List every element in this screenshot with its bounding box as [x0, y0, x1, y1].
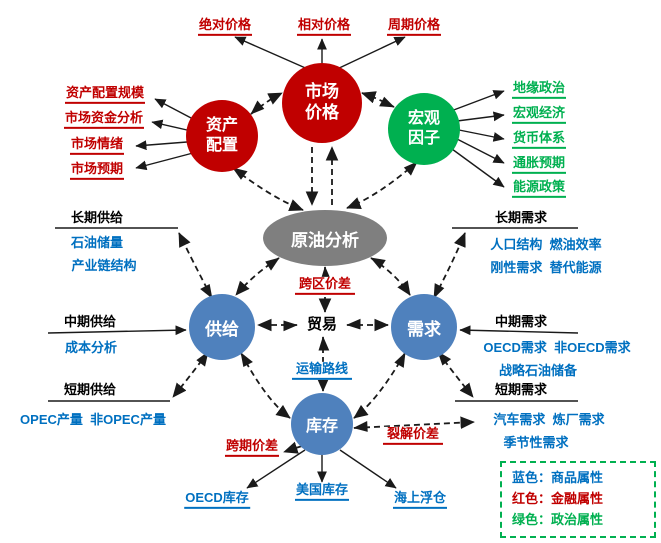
legend-finance: 红色：金融属性 [512, 490, 604, 506]
node-market-price: 市场价格 [282, 63, 362, 143]
header-mid-term-supply: 中期供给 [63, 313, 117, 329]
label-rigid-demand-substitutes: 刚性需求 替代能源 [490, 259, 602, 275]
label-currency-system: 货币体系 [511, 130, 567, 150]
label-market-expectation: 市场预期 [69, 161, 125, 181]
label-transport-route: 运输路线 [291, 361, 353, 381]
node-trade: 贸易 [302, 316, 342, 334]
label-industry-chain: 产业链结构 [71, 257, 137, 273]
label-cycle-price: 周期价格 [386, 17, 442, 37]
label-oecd-inventory: OECD库存 [184, 490, 250, 510]
label-cost-analysis: 成本分析 [64, 339, 118, 355]
legend-politics: 绿色：政治属性 [512, 511, 604, 527]
legend-commodity: 蓝色：商品属性 [512, 470, 604, 485]
node-asset-allocation: 资产配置 [186, 100, 258, 172]
label-market-funds: 市场资金分析 [63, 110, 145, 130]
label-seasonal-demand: 季节性需求 [503, 434, 569, 450]
label-population-fuel-efficiency: 人口结构 燃油效率 [490, 236, 602, 252]
label-macro-economy: 宏观经济 [511, 105, 567, 125]
node-macro-factors: 宏观因子 [388, 93, 460, 165]
label-opec-output: OPEC产量 非OPEC产量 [20, 411, 166, 427]
header-long-term-demand: 长期需求 [494, 209, 548, 225]
label-us-inventory: 美国库存 [294, 482, 350, 502]
label-oecd-demand: OECD需求 非OECD需求 [483, 339, 631, 355]
label-oil-reserves: 石油储量 [70, 234, 124, 250]
node-macro-factors-label: 宏观因子 [407, 110, 440, 147]
label-energy-policy: 能源政策 [511, 179, 567, 199]
label-cross-region-spread: 跨区价差 [294, 276, 356, 296]
node-demand: 需求 [391, 294, 457, 360]
node-asset-allocation-label: 资产配置 [205, 117, 238, 154]
label-cross-period-spread: 跨期价差 [224, 438, 280, 458]
header-short-term-demand: 短期需求 [494, 381, 548, 397]
label-asset-scale: 资产配置规模 [64, 85, 146, 105]
label-inflation-expectation: 通胀预期 [511, 155, 567, 175]
label-market-sentiment: 市场情绪 [69, 136, 125, 156]
label-relative-price: 相对价格 [296, 17, 352, 37]
label-floating-storage: 海上浮仓 [392, 490, 448, 510]
node-crude-analysis-label: 原油分析 [291, 230, 359, 250]
header-long-term-supply: 长期供给 [70, 209, 124, 225]
header-short-term-supply: 短期供给 [63, 381, 117, 397]
label-absolute-price: 绝对价格 [197, 17, 253, 37]
node-crude-analysis: 原油分析 [263, 210, 387, 266]
node-supply: 供给 [189, 294, 255, 360]
node-inventory: 库存 [291, 393, 353, 455]
label-connectors [47, 36, 579, 489]
header-mid-term-demand: 中期需求 [494, 313, 548, 329]
node-supply-label: 供给 [205, 319, 239, 339]
node-inventory-label: 库存 [305, 418, 338, 435]
label-auto-refinery-demand: 汽车需求 炼厂需求 [493, 411, 605, 427]
legend-box: 蓝色：商品属性 红色：金融属性 绿色：政治属性 [500, 461, 656, 538]
label-geopolitics: 地缘政治 [511, 80, 567, 100]
label-crack-spread: 裂解价差 [382, 426, 444, 446]
node-market-price-label: 市场价格 [305, 82, 339, 122]
node-demand-label: 需求 [407, 319, 441, 339]
label-strategic-reserves: 战略石油储备 [498, 362, 578, 378]
